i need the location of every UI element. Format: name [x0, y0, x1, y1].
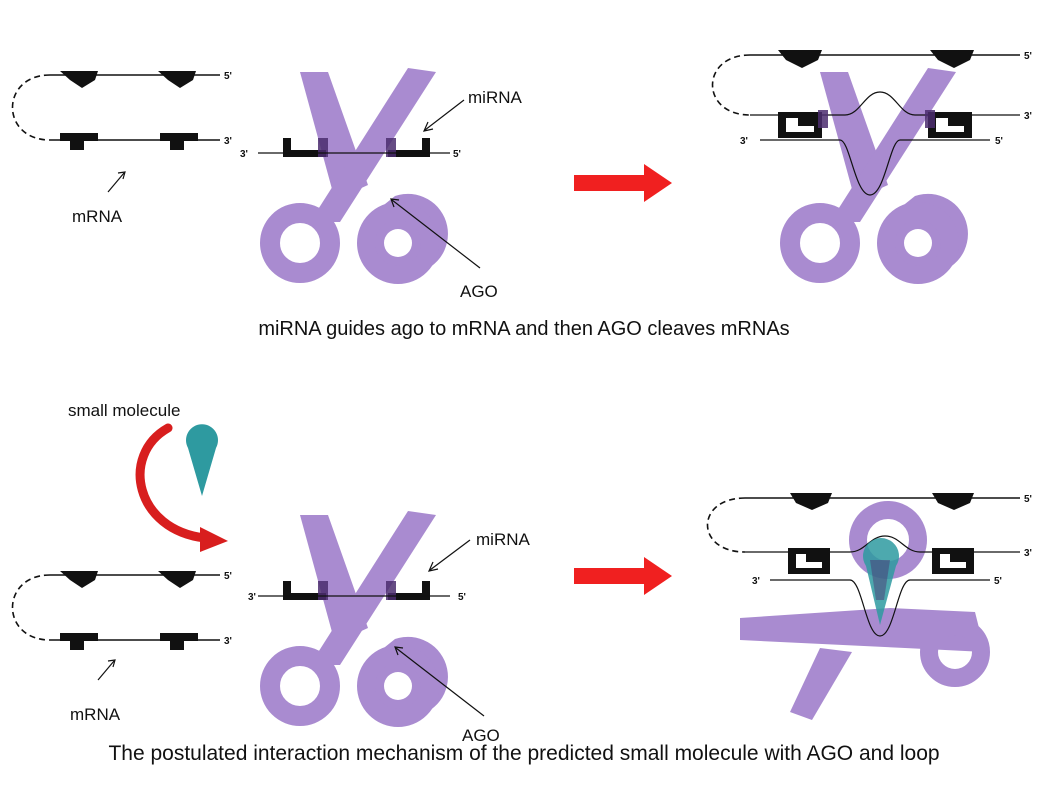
bound-small-molecule-icon [863, 538, 899, 625]
bottom-ago-scissors [258, 511, 450, 718]
top-mirna-pointer [424, 99, 465, 131]
top-panel: 5' 3' mRNA 3' 5' miRNA AGO [11, 50, 1032, 301]
bottom-result-3-prime-lower: 3' [752, 576, 760, 587]
top-mrna-3-prime: 3' [224, 136, 232, 147]
top-mrna-pointer [107, 172, 125, 193]
bottom-ago-pointer [395, 647, 485, 717]
top-ago-pointer [391, 199, 481, 269]
top-mirna-label: miRNA [468, 88, 522, 107]
bottom-result-complex [706, 493, 1020, 720]
top-ago-scissors [270, 68, 448, 275]
bottom-red-arrow [574, 557, 672, 595]
top-result-5-prime-lower: 5' [995, 136, 1003, 147]
bottom-mirna-3-prime: 3' [248, 592, 256, 603]
top-mrna-hairpin [11, 70, 221, 151]
top-result-mrna [711, 50, 1020, 196]
top-red-arrow [574, 164, 672, 202]
top-result-complex [790, 68, 968, 275]
small-molecule-label: small molecule [68, 401, 180, 420]
bottom-result-5-prime: 5' [1024, 494, 1032, 505]
bottom-mrna-5-prime: 5' [224, 571, 232, 582]
top-result-3-prime-upper: 3' [1024, 111, 1032, 122]
top-result-3-prime-lower: 3' [740, 136, 748, 147]
top-result-5-prime: 5' [1024, 51, 1032, 62]
top-mrna-5-prime: 5' [224, 71, 232, 82]
bottom-mrna-3-prime: 3' [224, 636, 232, 647]
bottom-mirna-label: miRNA [476, 530, 530, 549]
top-ago-label: AGO [460, 282, 498, 301]
top-caption: miRNA guides ago to mRNA and then AGO cl… [258, 318, 790, 340]
bottom-ago-label: AGO [462, 726, 500, 745]
bottom-mirna-pointer [429, 539, 471, 571]
top-mrna-label: mRNA [72, 207, 123, 226]
bottom-result-5-prime-lower: 5' [994, 576, 1002, 587]
bottom-mrna-label: mRNA [70, 705, 121, 724]
top-mirna-3-prime: 3' [240, 149, 248, 160]
bottom-caption: The postulated interaction mechanism of … [108, 742, 940, 765]
bottom-mirna-5-prime: 5' [458, 592, 466, 603]
bottom-result-3-prime-upper: 3' [1024, 548, 1032, 559]
small-molecule-curved-arrow [135, 423, 210, 543]
bottom-mrna-hairpin [11, 570, 221, 651]
top-mirna-5-prime: 5' [453, 149, 461, 160]
bottom-panel: small molecule 5' 3' mRNA 3' 5' miRNA AG… [11, 401, 1032, 745]
bottom-mrna-pointer [97, 660, 115, 681]
small-molecule-drop-icon [185, 424, 218, 496]
